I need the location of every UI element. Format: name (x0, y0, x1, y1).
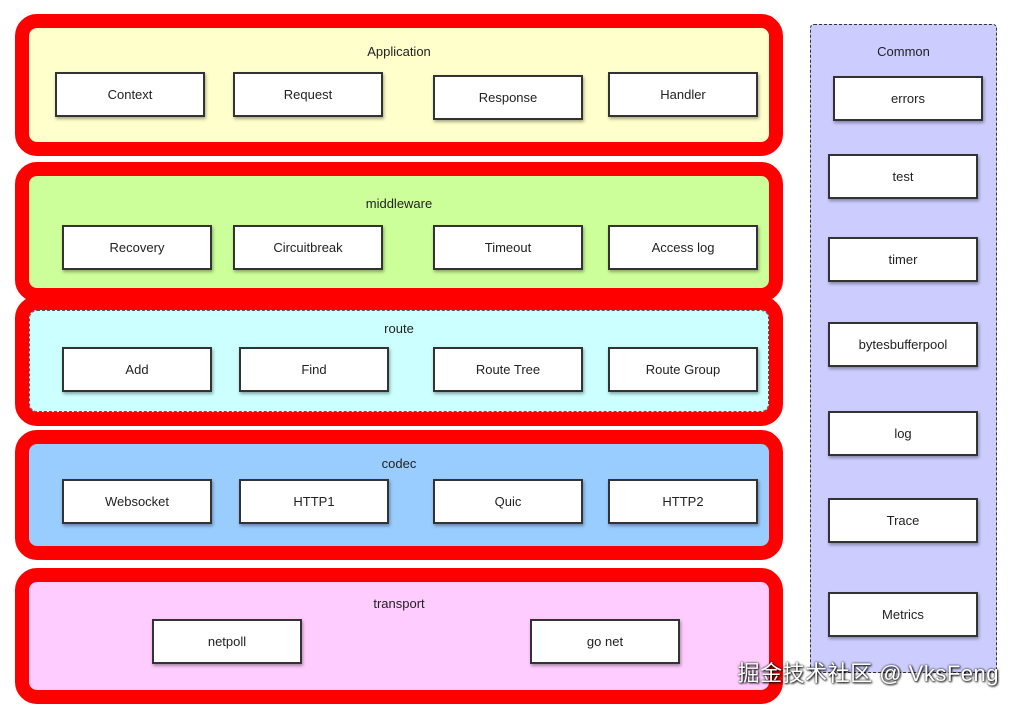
middleware-layer-title: middleware (365, 196, 433, 211)
circuitbreak-box: Circuitbreak (233, 225, 383, 270)
common-panel: Common errors test timer bytesbufferpool… (810, 24, 997, 673)
timer-box: timer (828, 237, 978, 282)
application-layer: Application Context Request Response Han… (15, 14, 783, 156)
request-box: Request (233, 72, 383, 117)
http2-box: HTTP2 (608, 479, 758, 524)
recovery-box: Recovery (62, 225, 212, 270)
go-net-box: go net (530, 619, 680, 664)
add-box: Add (62, 347, 212, 392)
route-tree-box: Route Tree (433, 347, 583, 392)
route-group-box: Route Group (608, 347, 758, 392)
middleware-layer: middleware Recovery Circuitbreak Timeout… (15, 162, 783, 302)
bytesbufferpool-box: bytesbufferpool (828, 322, 978, 367)
transport-layer: transport netpoll go net (15, 568, 783, 704)
find-box: Find (239, 347, 389, 392)
errors-box: errors (833, 76, 983, 121)
codec-layer: codec Websocket HTTP1 Quic HTTP2 (15, 430, 783, 560)
quic-box: Quic (433, 479, 583, 524)
route-layer-dashed-outline (29, 310, 769, 412)
log-box: log (828, 411, 978, 456)
response-box: Response (433, 75, 583, 120)
watermark-text: 掘金技术社区 @ VksFeng (737, 661, 999, 686)
timeout-box: Timeout (433, 225, 583, 270)
access-log-box: Access log (608, 225, 758, 270)
handler-box: Handler (608, 72, 758, 117)
route-layer: route Add Find Route Tree Route Group (15, 296, 783, 426)
test-box: test (828, 154, 978, 199)
trace-box: Trace (828, 498, 978, 543)
route-layer-title: route (384, 321, 414, 336)
context-box: Context (55, 72, 205, 117)
common-panel-title: Common (877, 44, 930, 59)
transport-layer-title: transport (373, 596, 425, 611)
codec-layer-title: codec (381, 456, 417, 471)
netpoll-box: netpoll (152, 619, 302, 664)
websocket-box: Websocket (62, 479, 212, 524)
metrics-box: Metrics (828, 592, 978, 637)
application-layer-title: Application (367, 44, 431, 59)
http1-box: HTTP1 (239, 479, 389, 524)
